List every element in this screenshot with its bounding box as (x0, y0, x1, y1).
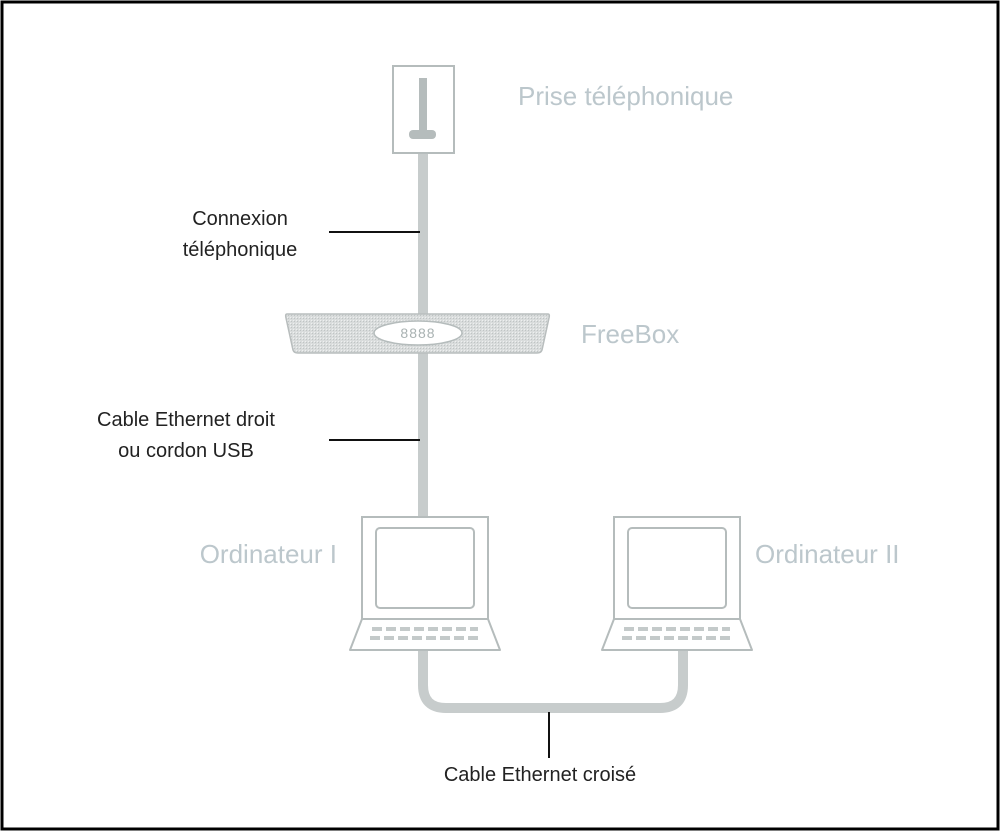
phone-connection-label-line1: Connexion (192, 208, 288, 230)
computer-2-icon (601, 516, 753, 651)
wall-outlet-icon (392, 65, 455, 154)
freebox-display (373, 320, 463, 346)
ethernet-usb-label-line1: Cable Ethernet droit (97, 409, 275, 431)
computer-1-label: Ordinateur I (200, 539, 337, 569)
computer-1-icon (349, 516, 501, 651)
cables (418, 153, 688, 713)
crossover-cable (418, 650, 688, 713)
freebox-icon: 8888 (284, 313, 551, 354)
phone-connection-label-line2: téléphonique (183, 239, 298, 261)
freebox-label: FreeBox (581, 319, 679, 349)
ethernet-usb-label-line2: ou cordon USB (118, 440, 254, 462)
freebox-display-text: 8888 (400, 325, 435, 341)
leader-lines (329, 231, 550, 758)
wall-outlet-label: Prise téléphonique (518, 81, 733, 111)
computer-2-label: Ordinateur II (755, 539, 900, 569)
crossover-cable-label: Cable Ethernet croisé (444, 764, 636, 786)
